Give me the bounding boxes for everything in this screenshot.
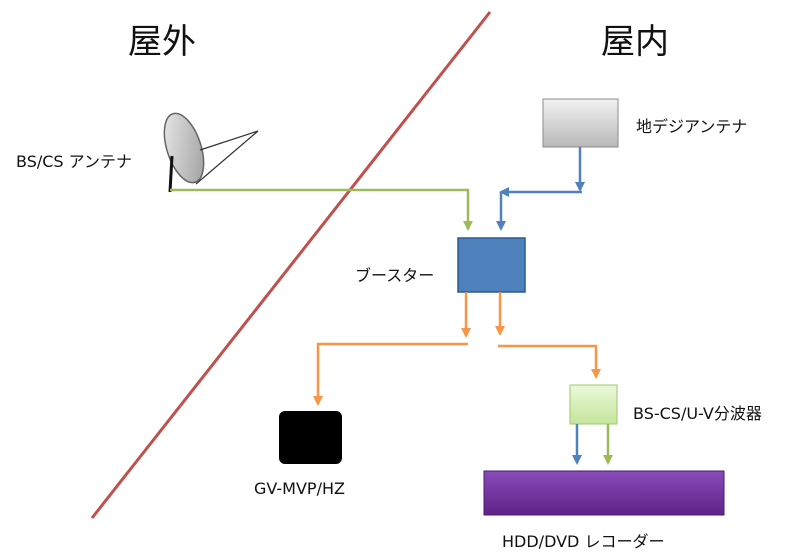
splitter-box [569,384,618,425]
gv-device-box [279,411,342,464]
recorder-box [483,470,725,516]
indoor-outdoor-divider [90,11,492,519]
booster-to-device-branch-line [313,342,468,406]
indoor-heading: 屋内 [601,22,669,62]
booster-box [457,237,526,293]
bs-cs-antenna-label: BS/CS アンテナ [16,152,133,171]
gv-device-label: GV-MVP/HZ [254,479,345,498]
recorder-label: HDD/DVD レコーダー [502,532,665,551]
outdoor-heading: 屋外 [128,22,196,62]
splitter-label: BS-CS/U-V分波器 [633,404,762,423]
terrestrial-antenna-box [542,98,619,148]
booster-label: ブースター [355,266,435,285]
booster-to-splitter-branch-line [498,344,601,379]
bs-cs-signal-line [170,188,473,231]
terrestrial-antenna-label: 地デジアンテナ [636,117,748,136]
satellite-dish-icon [163,112,259,193]
